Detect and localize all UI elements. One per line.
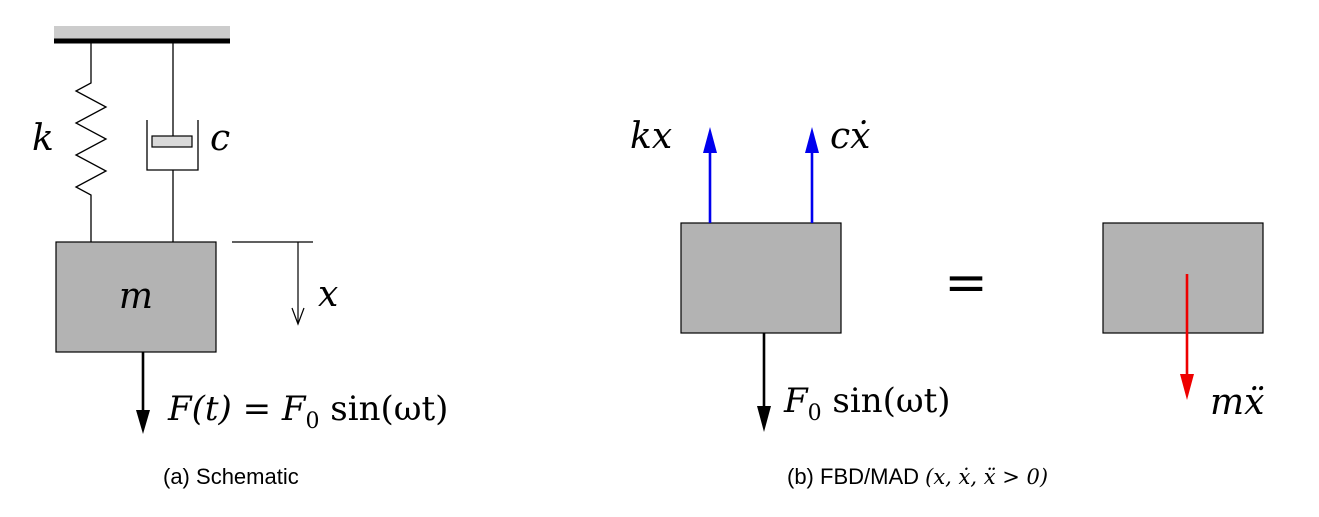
caption-b-prefix: (b) bbox=[787, 464, 814, 489]
force-arrowhead bbox=[136, 410, 150, 434]
damper-piston bbox=[151, 135, 193, 148]
schematic-panel: k c m x F(t) = F0 sin(ωt) (a) Schematic bbox=[32, 26, 448, 489]
spring-label: k bbox=[32, 118, 54, 159]
inertia-arrowhead bbox=[1180, 374, 1194, 400]
applied-force-rest: sin(ωt) bbox=[822, 381, 951, 421]
force-lhs: F(t) = F bbox=[167, 389, 307, 429]
force-rhs: sin(ωt) bbox=[319, 389, 448, 429]
spring-force-label: kx bbox=[630, 116, 672, 157]
spring-force-arrowhead bbox=[703, 127, 717, 153]
ceiling-hatch bbox=[54, 26, 230, 40]
damper bbox=[146, 43, 199, 242]
spring bbox=[74, 43, 108, 242]
force-label: F(t) = F0 sin(ωt) bbox=[167, 389, 448, 434]
fbd-block bbox=[680, 222, 842, 334]
caption-b-text: FBD/MAD bbox=[820, 464, 919, 489]
caption-b-math: (x, ẋ, ẍ > 0) bbox=[925, 465, 1048, 489]
mass-label: m bbox=[119, 276, 153, 317]
applied-force-sub: 0 bbox=[808, 401, 822, 426]
equals-sign: = bbox=[944, 253, 988, 313]
caption-b: (b) FBD/MAD (x, ẋ, ẍ > 0) bbox=[787, 464, 1048, 489]
mass-block bbox=[55, 241, 217, 353]
applied-force-symbol: F bbox=[783, 381, 809, 421]
caption-a-prefix: (a) bbox=[163, 464, 190, 489]
caption-a-text: Schematic bbox=[196, 464, 299, 489]
force-sub: 0 bbox=[305, 409, 319, 434]
displacement-label: x bbox=[318, 274, 338, 315]
damper-force-arrowhead bbox=[805, 127, 819, 153]
applied-force-arrowhead bbox=[757, 406, 771, 432]
inertia-label: mẍ bbox=[1210, 382, 1264, 423]
mad-block bbox=[1102, 222, 1264, 334]
caption-a: (a) Schematic bbox=[163, 464, 299, 489]
damper-label: c bbox=[210, 118, 230, 159]
displacement-arrowhead bbox=[291, 307, 305, 326]
fbd-panel: kx cẋ F0 sin(ωt) = mẍ (b) FBD/MAD (x, ẋ,… bbox=[630, 116, 1264, 489]
damper-force-label: cẋ bbox=[830, 116, 870, 157]
applied-force-label: F0 sin(ωt) bbox=[783, 381, 951, 426]
